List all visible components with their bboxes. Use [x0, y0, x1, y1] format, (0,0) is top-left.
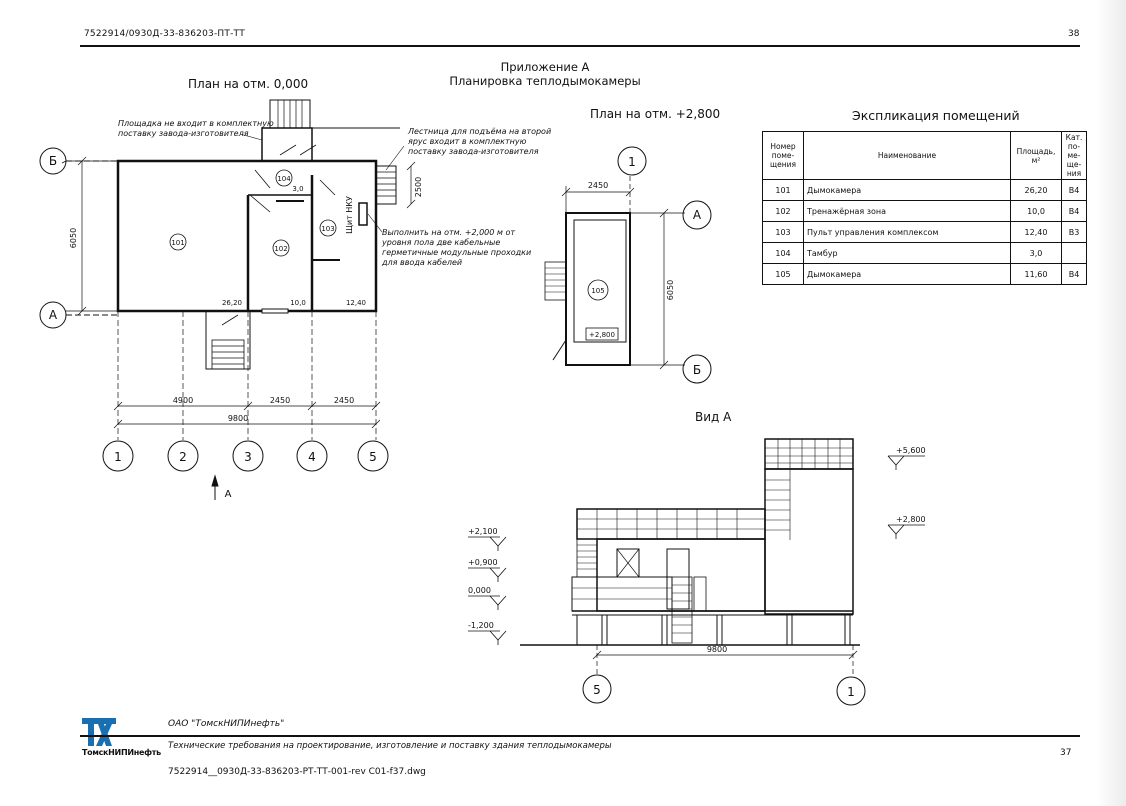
scan-edge [1096, 0, 1126, 806]
col-number: Номер поме-щения [762, 131, 804, 180]
axis-4: 4 [308, 450, 316, 464]
view-a-label: Вид А [695, 410, 732, 424]
level-minus1200: -1,200 [468, 621, 494, 630]
footer-document-title: Технические требования на проектирование… [168, 741, 612, 751]
upper-axis-1: 1 [628, 155, 636, 169]
explication-header-row: Номер поме-щения Наименование Площадь, м… [762, 131, 1087, 180]
axis-5: 5 [369, 450, 377, 464]
axis-B-left: Б [49, 154, 57, 168]
view-arrow-label: А [225, 489, 232, 500]
plan-ground-label: План на отм. 0,000 [188, 77, 309, 91]
axis-3: 3 [244, 450, 252, 464]
dim-2450-b: 2450 [334, 396, 354, 405]
room-tag-103: 103 [321, 225, 334, 233]
footer-page-number: 37 [1060, 748, 1072, 758]
ground-plan [116, 99, 400, 370]
shield-label: Щит НКУ [345, 196, 354, 234]
header-doc-code: 7522914/0930Д-33-836203-ПТ-ТТ [84, 29, 245, 39]
view-dim-9800: 9800 [707, 645, 727, 654]
company-logo [82, 718, 116, 746]
area-104: 3,0 [292, 185, 303, 193]
logo-text: ТомскНИПИнефть [82, 748, 161, 757]
explication-title: Экспликация помещений [852, 108, 1020, 123]
dim-stair-2500: 2500 [414, 177, 423, 197]
col-name: Наименование [803, 131, 1011, 180]
level-0000: 0,000 [468, 586, 491, 595]
upper-level-mark: +2,800 [589, 331, 615, 339]
appendix-subtitle: Планировка тепл­одымокамеры [449, 74, 641, 88]
level-5600: +5,600 [896, 446, 926, 455]
explication-table: Номер поме-щения Наименование Площадь, м… [762, 131, 1087, 285]
appendix-title: Приложение А [500, 60, 590, 74]
dim-4900: 4900 [173, 396, 193, 405]
axis-1: 1 [114, 450, 122, 464]
footer-file-path: 7522914__0930Д-33-836203-РТ-ТТ-001-rev С… [168, 767, 426, 777]
header-rule [80, 45, 1080, 47]
plan-upper-label: План на отм. +2,800 [590, 107, 721, 121]
footer-organization: ОАО "ТомскНИПИнефть" [168, 719, 285, 729]
view-axis-5: 5 [593, 683, 601, 697]
axis-2: 2 [179, 450, 187, 464]
dim-height-6050: 6050 [69, 228, 78, 248]
header-page-number: 38 [1068, 29, 1080, 39]
upper-room-tag: 105 [591, 287, 604, 295]
upper-axis-A: А [693, 208, 702, 222]
level-2800: +2,800 [896, 515, 926, 524]
area-102: 10,0 [290, 299, 306, 307]
dim-2450-a: 2450 [270, 396, 290, 405]
col-category: Кат. по-ме-ще-ния [1061, 131, 1087, 180]
level-0900: +0,900 [468, 558, 498, 567]
upper-axis-B: Б [693, 363, 701, 377]
footer-rule [80, 735, 1080, 737]
upper-plan [544, 146, 712, 384]
room-tag-101: 101 [171, 239, 184, 247]
room-tag-104: 104 [277, 175, 291, 183]
col-area: Площадь, м² [1010, 131, 1062, 180]
axis-A-left: А [49, 308, 58, 322]
level-2100: +2,100 [468, 527, 498, 536]
level-markers [468, 455, 925, 645]
upper-dim-height: 6050 [666, 280, 675, 300]
area-103: 12,40 [346, 299, 366, 307]
view-axis-1: 1 [847, 685, 855, 699]
dim-total-9800: 9800 [228, 414, 248, 423]
upper-dim-width: 2450 [588, 181, 608, 190]
area-101: 26,20 [222, 299, 242, 307]
view-a-elevation [520, 438, 866, 706]
room-tag-102: 102 [274, 245, 287, 253]
